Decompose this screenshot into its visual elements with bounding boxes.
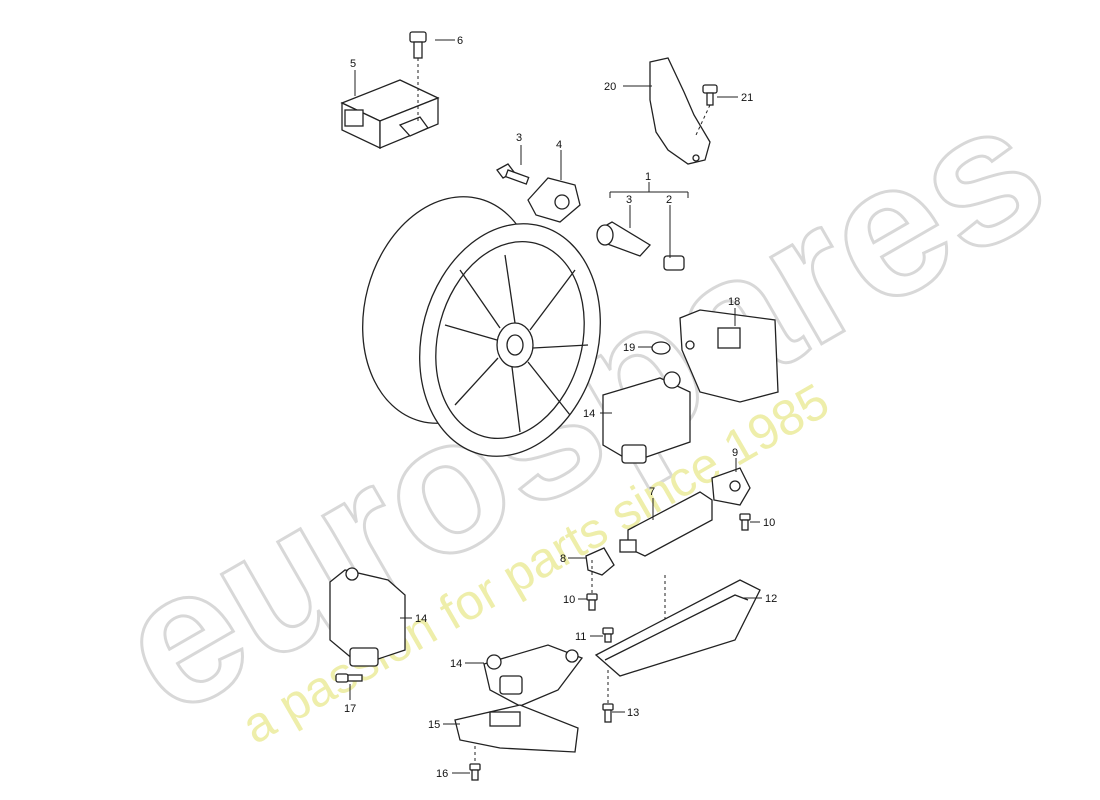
callout-12: 12	[765, 593, 777, 605]
bracket-part-20	[649, 57, 711, 165]
screw-part-6	[409, 31, 427, 59]
wheel-rim	[362, 196, 601, 457]
callout-5: 5	[350, 58, 356, 70]
bracket-part-15	[454, 704, 579, 753]
callout-14-bottom: 14	[450, 658, 462, 670]
callout-labels: 1 2 3 3 4 5 6 7 8 9 10 10 11 12 13 14 14…	[344, 35, 777, 780]
module-part-14-middle	[602, 371, 691, 464]
leader-lines	[349, 39, 762, 774]
screw-part-17	[335, 673, 363, 683]
callout-4: 4	[556, 139, 562, 151]
callout-11: 11	[575, 631, 586, 643]
callout-21: 21	[741, 92, 753, 104]
screw-part-13	[602, 703, 614, 723]
tray-part-12	[594, 579, 761, 677]
callout-3-top: 3	[516, 132, 522, 144]
callout-17: 17	[344, 703, 356, 715]
callout-14-left: 14	[415, 613, 427, 625]
control-unit-part-5	[340, 79, 440, 150]
callout-13: 13	[627, 707, 639, 719]
callout-2: 2	[666, 194, 672, 206]
callout-10-upper: 10	[763, 517, 775, 529]
callout-19: 19	[623, 342, 635, 354]
callout-7: 7	[649, 486, 655, 498]
clip-part-9	[711, 467, 751, 506]
callout-1: 1	[645, 171, 651, 183]
callout-10-lower: 10	[563, 594, 575, 606]
callout-6: 6	[457, 35, 463, 47]
screw-part-10-lower	[586, 593, 598, 611]
callout-14-middle: 14	[583, 408, 595, 420]
screw-part-21	[702, 84, 718, 106]
module-part-14-bottom	[483, 644, 584, 707]
screw-part-16	[469, 763, 481, 781]
valve-part-3	[596, 221, 652, 257]
watermark: eurospares a passion for parts since 198…	[83, 58, 1079, 757]
valve-cap-part-2	[663, 255, 685, 271]
tpms-sensor-part-4	[527, 177, 581, 223]
watermark-brand: eurospares	[85, 60, 1078, 756]
callout-20: 20	[604, 81, 616, 93]
callout-3-valve: 3	[626, 194, 632, 206]
callout-8: 8	[560, 553, 566, 565]
clip-part-8	[585, 547, 615, 576]
callout-16: 16	[436, 768, 448, 780]
callout-15: 15	[428, 719, 440, 731]
bolt-part-3	[496, 163, 530, 185]
bracket-part-18	[679, 309, 779, 403]
nut-part-19	[651, 341, 671, 355]
callout-9: 9	[732, 447, 738, 459]
module-part-14-left	[329, 567, 406, 667]
screw-part-11	[602, 627, 614, 643]
antenna-part-7	[619, 491, 713, 557]
callout-18: 18	[728, 296, 740, 308]
screw-part-10-upper	[739, 513, 751, 531]
